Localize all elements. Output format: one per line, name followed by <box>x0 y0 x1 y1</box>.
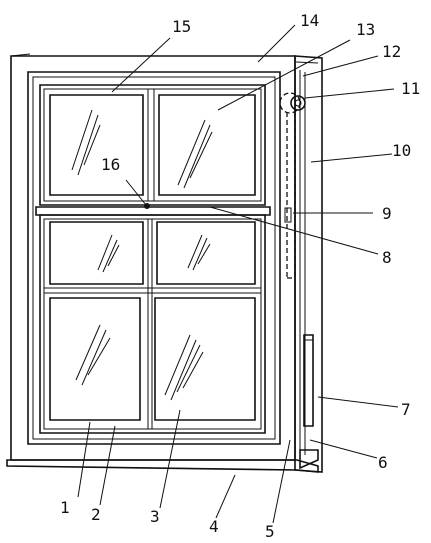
label-12: 12 <box>382 42 401 61</box>
label-8: 8 <box>382 248 392 267</box>
glass-reflection-hatching <box>71 109 213 401</box>
reference-labels: 1 2 3 4 5 6 7 8 9 10 11 12 13 14 15 16 <box>60 11 420 541</box>
label-1: 1 <box>60 498 70 517</box>
upper-sash <box>39 84 266 209</box>
lower-sash <box>39 214 266 434</box>
label-7: 7 <box>401 400 411 419</box>
meeting-rail <box>35 206 271 216</box>
label-6: 6 <box>378 453 388 472</box>
label-5: 5 <box>265 522 275 541</box>
pulley-assembly <box>279 92 306 279</box>
label-15: 15 <box>172 17 191 36</box>
label-3: 3 <box>150 507 160 526</box>
label-9: 9 <box>382 204 392 223</box>
label-11: 11 <box>401 79 420 98</box>
label-4: 4 <box>209 517 219 536</box>
label-14: 14 <box>300 11 319 30</box>
side-track <box>299 70 319 470</box>
label-16: 16 <box>101 155 120 174</box>
leader-lines <box>77 24 399 524</box>
label-10: 10 <box>392 141 411 160</box>
outer-frame <box>10 53 323 473</box>
label-13: 13 <box>356 20 375 39</box>
label-2: 2 <box>91 505 101 524</box>
window-sill <box>6 459 319 473</box>
